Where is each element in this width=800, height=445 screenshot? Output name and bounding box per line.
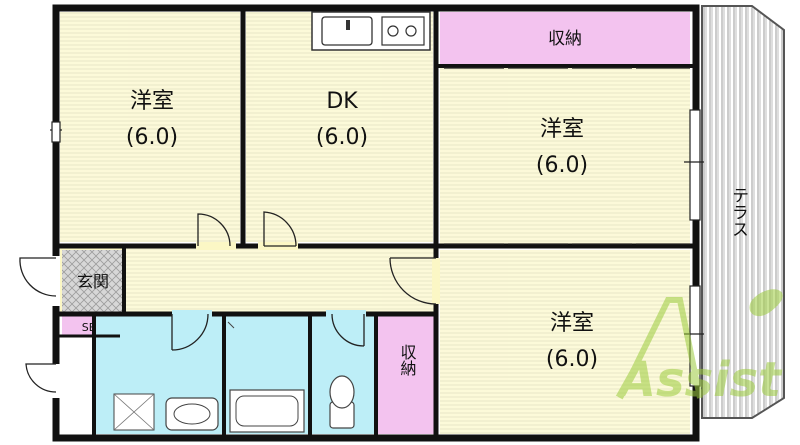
south-bedroom-name: 洋室 <box>550 311 594 336</box>
storage-bottom <box>378 316 436 434</box>
assist-watermark-logo: Assist <box>615 289 783 408</box>
storage-bottom-label: 収納 <box>398 344 417 377</box>
wash-basin-icon <box>165 397 219 431</box>
shoe-box-label: SB <box>82 321 97 334</box>
kitchen-counter <box>311 11 431 51</box>
door-swings <box>19 211 437 393</box>
room-labels: 洋室 (6.0) DK (6.0) 洋室 (6.0) 洋室 (6.0) <box>126 89 598 372</box>
stove-icon <box>381 16 425 46</box>
storage-top-label: 収納 <box>548 29 582 49</box>
bath-door-mark <box>227 321 235 329</box>
dk-size: (6.0) <box>316 125 368 150</box>
west-bedroom-size: (6.0) <box>126 125 178 150</box>
storage-top <box>440 12 690 64</box>
watermark-text: Assist <box>615 352 783 408</box>
east-bedroom-size: (6.0) <box>536 153 588 178</box>
south-bedroom-size: (6.0) <box>546 347 598 372</box>
toilet-icon <box>329 375 355 429</box>
entrance <box>62 250 124 312</box>
terrace-label: テラス <box>728 187 748 238</box>
east-bedroom-name: 洋室 <box>540 117 584 142</box>
entrance-label: 玄関 <box>77 272 109 291</box>
sink-icon <box>321 16 373 46</box>
walls <box>52 4 700 442</box>
bathtub-icon <box>229 389 305 433</box>
west-bedroom-name: 洋室 <box>130 89 174 114</box>
shower-floor-icon <box>113 393 155 431</box>
dk-name: DK <box>326 89 358 114</box>
